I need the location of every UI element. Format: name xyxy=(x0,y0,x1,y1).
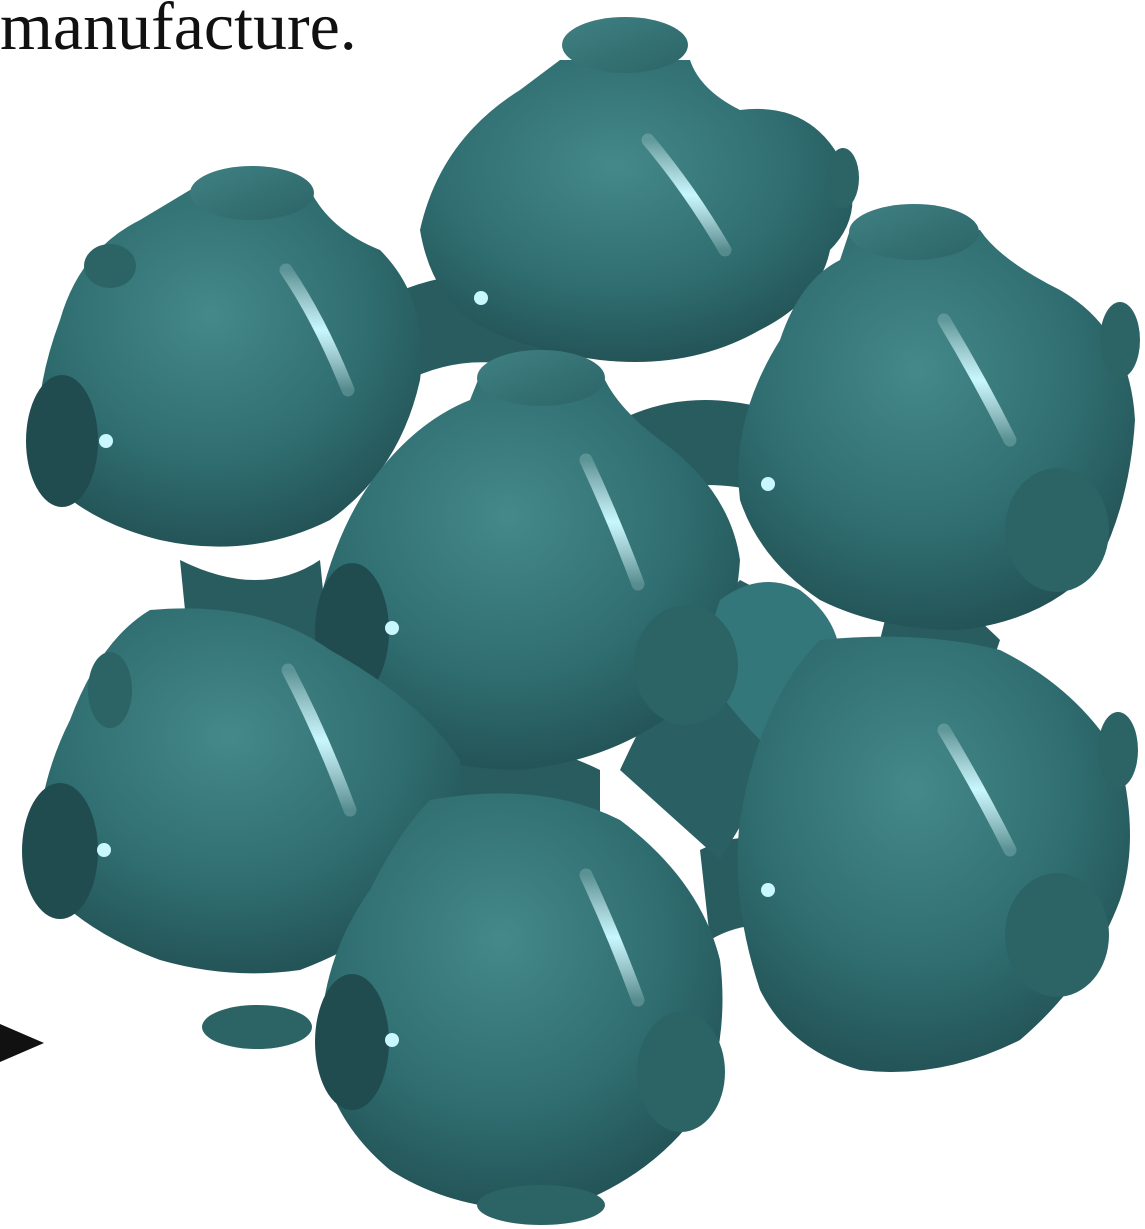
lattice-node-left-bottom xyxy=(22,608,463,1049)
lattice-node-back-top xyxy=(420,17,859,362)
caption-text: manufacture. xyxy=(0,0,357,64)
lattice-node-right-bottom xyxy=(737,636,1138,1072)
lattice-node-inner-arm xyxy=(634,582,840,740)
lattice-node-left-top xyxy=(26,166,422,547)
lattice-node-front-bottom xyxy=(315,793,725,1225)
lattice-node-right-top xyxy=(738,204,1140,630)
axis-arrow-icon xyxy=(0,1024,44,1062)
